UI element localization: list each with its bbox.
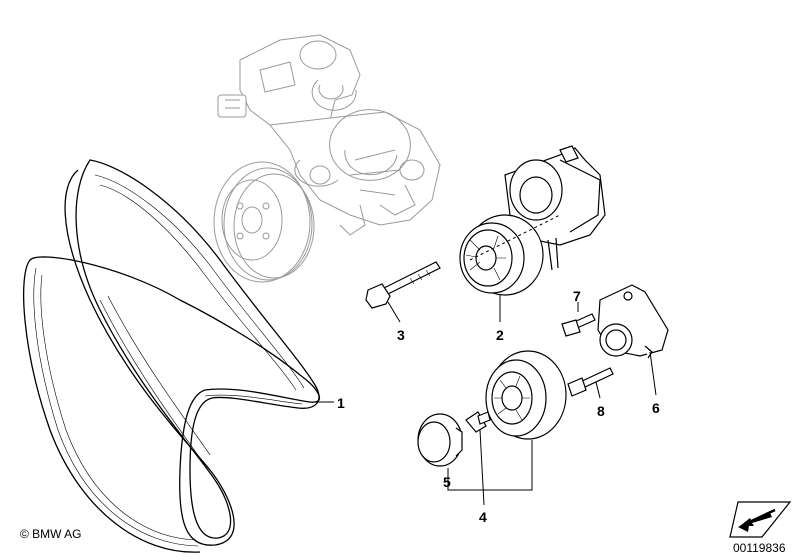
bolt-part-8: [567, 367, 614, 397]
callout-4: 4: [479, 509, 487, 525]
tensioner-assembly-part-2: [459, 145, 606, 296]
document-arrow-icon: [729, 501, 792, 538]
callout-3: 3: [397, 327, 405, 343]
leader-lines: [316, 295, 657, 506]
bolt-part-3: [365, 261, 441, 309]
copyright-text: © BMW AG: [20, 527, 82, 541]
engine-background: [213, 34, 441, 283]
cap-part-5: [417, 413, 463, 467]
deflection-pulley-part-4: [465, 350, 567, 440]
callout-7: 7: [573, 288, 581, 304]
small-bolt-part-7: [561, 313, 596, 337]
bracket-part-6: [597, 284, 669, 359]
callout-labels: 1 2 3 4 5 6 7 8: [337, 288, 660, 525]
v-belt-part-1: [22, 159, 321, 553]
callout-6: 6: [652, 400, 660, 416]
callout-5: 5: [443, 474, 451, 490]
callout-1: 1: [337, 395, 345, 411]
callout-8: 8: [597, 403, 605, 419]
callout-2: 2: [496, 327, 504, 343]
document-number: 00119836: [733, 541, 786, 555]
